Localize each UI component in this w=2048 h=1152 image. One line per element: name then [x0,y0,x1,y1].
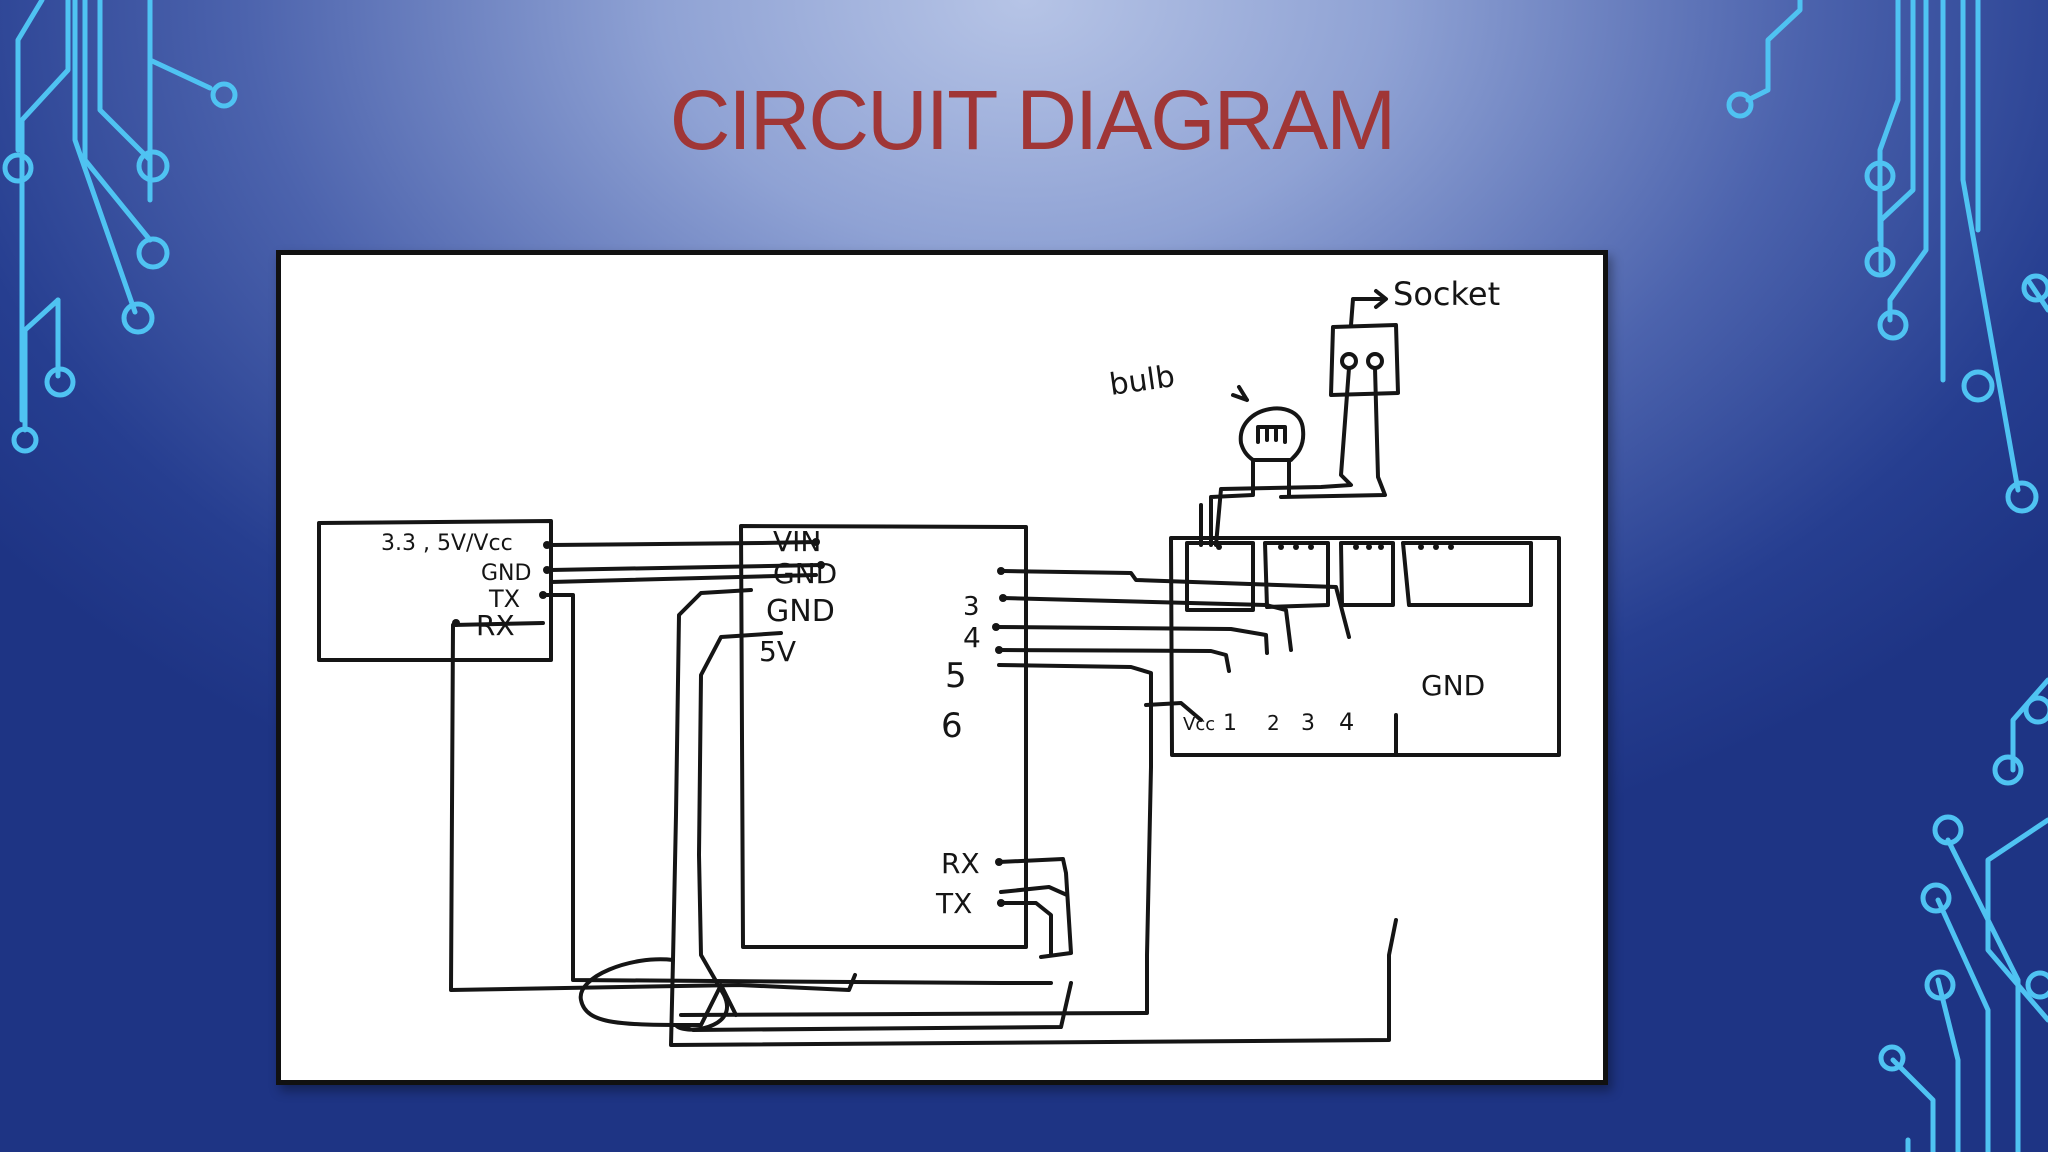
circuit-node-icon [44,366,76,398]
relay-channel [1401,541,1533,607]
relay-channel [1263,541,1330,609]
circuit-node-icon [2023,695,2048,725]
circuit-node-icon [136,149,170,183]
circuit-node-icon [1878,1044,1906,1072]
circuit-node-icon [1992,754,2024,786]
circuit-node-icon [1864,160,1896,192]
circuit-node-icon [1932,814,1964,846]
power-pin-tx-label: TX [488,585,520,613]
circuit-node-icon [1726,91,1754,119]
circuit-node-icon [2021,273,2048,303]
power-pin-gnd-label: GND [481,561,531,586]
relay-board-box [1169,536,1561,757]
mcu-pin-3-label: 3 [963,592,980,622]
relay-pin-3-label: 3 [1301,711,1315,736]
relay-pin-vcc-label: Vcc [1183,714,1215,735]
mcu-pin-tx-label: TX [935,887,972,920]
mcu-pin-6-label: 6 [941,706,963,746]
circuit-node-icon [2,152,34,184]
circuit-diagram-drawing: 3.3 , 5V/Vcc GND TX RX VIN GND GND 5V 3 … [317,275,1561,1047]
slide-title: CIRCUIT DIAGRAM [669,73,1396,167]
circuit-node-icon [1864,246,1896,278]
relay-pin-4-label: 4 [1339,708,1354,736]
mcu-pin-gnd1-label: GND [773,557,837,590]
circuit-decoration-left [2,0,238,454]
mcu-pin-vin-label: VIN [773,525,821,558]
relay-channel [1185,541,1255,612]
circuit-decoration-right [1726,0,2048,1152]
circuit-node-icon [2005,480,2039,514]
bulb-outline [1238,406,1306,462]
mcu-pin-gnd2-label: GND [766,594,835,629]
power-pin-rx-label: RX [476,609,515,642]
socket-box [1329,323,1400,397]
mcu-pin-5v-label: 5V [759,635,796,668]
power-module-box [317,519,553,662]
circuit-node-icon [210,81,238,109]
circuit-node-icon [11,426,39,454]
bulb-label: bulb [1107,359,1177,403]
circuit-node-icon [1924,969,1956,1001]
socket-label: Socket [1393,275,1500,313]
power-pin-vcc-label: 3.3 , 5V/Vcc [381,531,513,556]
circuit-node-icon [2025,970,2048,1000]
mcu-pin-4-label: 4 [963,621,981,654]
microcontroller-box [739,524,1028,949]
relay-gnd-label: GND [1421,669,1485,702]
mcu-pin-rx-label: RX [941,847,980,880]
circuit-node-icon [1877,309,1909,341]
circuit-node-icon [136,236,170,270]
relay-pin-2-label: 2 [1267,711,1280,735]
circuit-node-icon [121,301,155,335]
mcu-pin-5-label: 5 [945,656,967,696]
circuit-node-icon [1961,369,1995,403]
circuit-diagram-sketch: 3.3 , 5V/Vcc GND TX RX VIN GND GND 5V 3 … [276,250,1608,1085]
relay-pin-1-label: 1 [1223,711,1237,736]
circuit-node-icon [1920,882,1952,914]
relay-channel [1339,541,1395,607]
